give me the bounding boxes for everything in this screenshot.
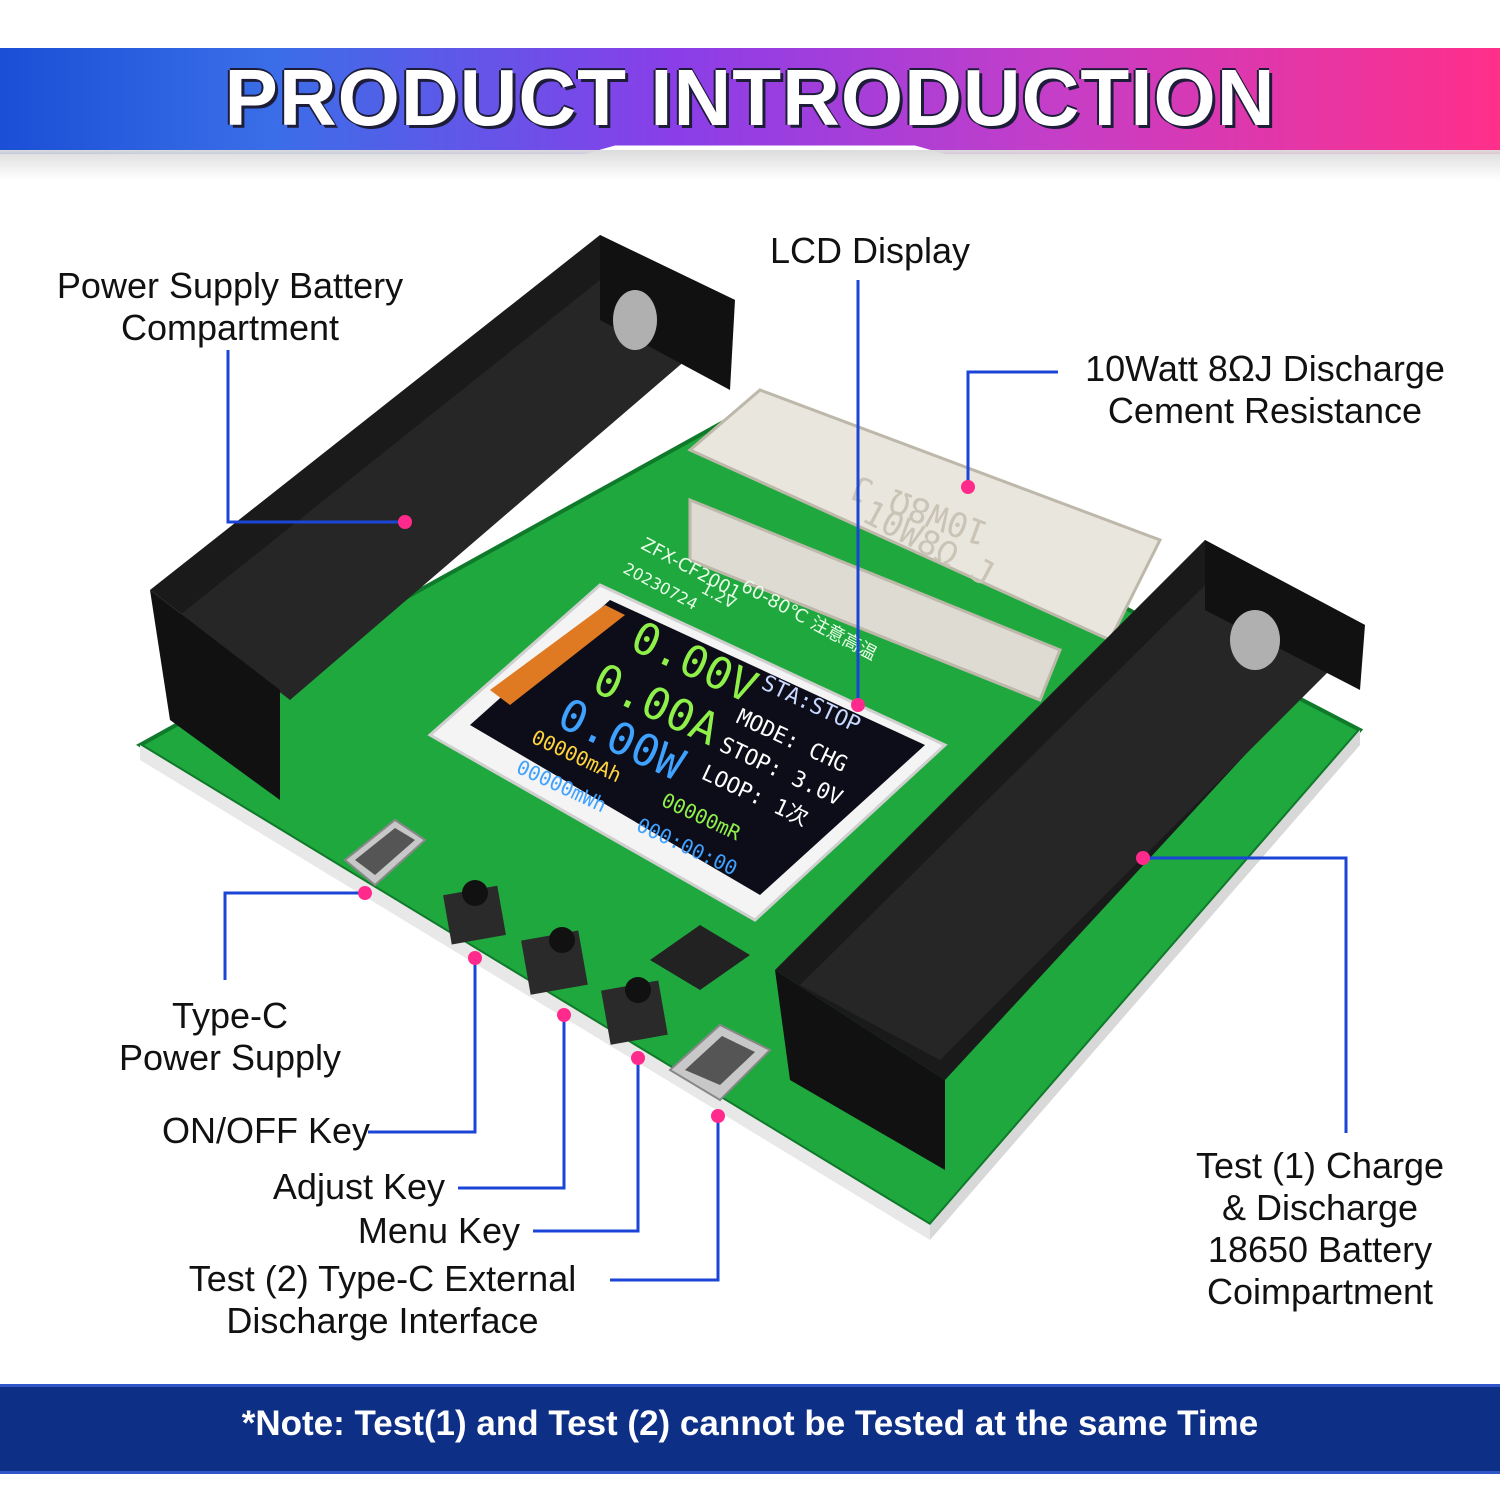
callout-line-adjust: [458, 1015, 566, 1190]
menu-button: [601, 977, 668, 1045]
header-banner: [0, 48, 1500, 154]
on-off-button: [443, 880, 506, 945]
label-test2-interface: Test (2) Type-C External Discharge Inter…: [150, 1258, 615, 1342]
test-battery-holder: [775, 540, 1365, 1170]
callout-line-resistance: [966, 370, 1058, 487]
callout-line-battery: [226, 350, 405, 524]
label-menu-key: Menu Key: [357, 1210, 520, 1251]
label-test1-compartment: Test (1) Charge & Discharge 18650 Batter…: [1165, 1145, 1475, 1313]
label-line: Coimpartment: [1206, 1271, 1434, 1312]
label-adjust-key: Adjust Key: [272, 1166, 445, 1207]
callout-dots: [358, 480, 1150, 1123]
callout-dot-on-off: [468, 951, 482, 965]
callout-dot-type-c-power: [358, 886, 372, 900]
callout-line-test1: [1143, 856, 1348, 1133]
label-line: Test (1) Charge: [1195, 1145, 1445, 1186]
cement-resistor: 10W8Ω J 10W8Ω J: [687, 388, 1163, 702]
label-line: Discharge Interface: [226, 1300, 539, 1341]
label-line: 10Watt 8ΩJ Discharge: [1085, 348, 1445, 389]
power-supply-battery-holder: [150, 235, 735, 800]
callout-line-type-c-power: [223, 891, 365, 980]
callout-dot-adjust: [557, 1008, 571, 1022]
label-line: Power Supply: [118, 1037, 342, 1078]
footer-note: *Note: Test(1) and Test (2) cannot be Te…: [241, 1404, 1259, 1443]
callout-dot-battery: [398, 515, 412, 529]
lcd-display: 0.00V 0.00A 0.00W 00000mAh 00000mWh STA:…: [427, 583, 948, 922]
label-type-c-power: Type-C Power Supply: [95, 995, 365, 1079]
label-on-off-key: ON/OFF Key: [161, 1110, 370, 1151]
label-line: Compartment: [120, 307, 340, 348]
type-c-power-port: [343, 818, 427, 887]
callout-dot-resistance: [961, 480, 975, 494]
label-resistance: 10Watt 8ΩJ Discharge Cement Resistance: [1055, 348, 1475, 432]
label-power-supply-battery: Power Supply Battery Compartment: [30, 265, 430, 349]
label-line: Cement Resistance: [1107, 390, 1423, 431]
label-line: Power Supply Battery: [56, 265, 404, 306]
microcontroller-chip: [650, 925, 750, 990]
callout-line-on-off: [368, 958, 477, 1134]
label-line: Test (2) Type-C External: [188, 1258, 577, 1299]
footer-bar: [0, 1384, 1500, 1474]
label-line: & Discharge: [1221, 1187, 1419, 1228]
callout-dot-test2: [711, 1109, 725, 1123]
callout-line-test2: [610, 1116, 720, 1282]
callout-dot-menu: [631, 1051, 645, 1065]
label-line: 18650 Battery: [1207, 1229, 1433, 1270]
header-shadow: [0, 150, 1500, 180]
callout-line-menu: [533, 1058, 640, 1233]
label-lcd-display: LCD Display: [769, 230, 971, 271]
adjust-button: [521, 927, 588, 995]
callout-dot-test1: [1136, 851, 1150, 865]
page-title: PRODUCT INTRODUCTION: [224, 53, 1276, 142]
callout-lines: [223, 280, 1348, 1282]
callout-dot-lcd: [851, 698, 865, 712]
type-c-discharge-port: [668, 1023, 772, 1102]
label-line: Type-C: [171, 995, 289, 1036]
